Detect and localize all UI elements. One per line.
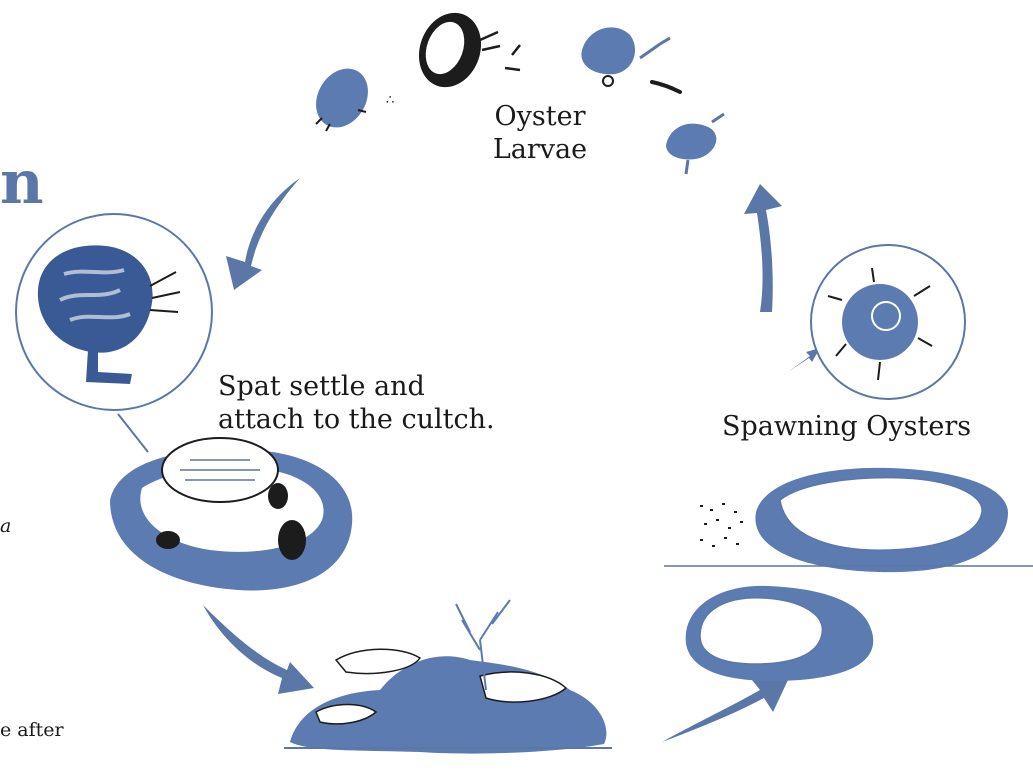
larva-stage-3-egg [603,76,613,86]
spat-on-shell-small-3 [156,531,180,549]
arrow-spawning-to-larvae [744,184,782,312]
larva-stage-3-foot [640,38,670,58]
larvae-label-line-1: Oyster [470,100,610,133]
larva-stage-2-velum [480,32,520,70]
egg-detail-circle [811,245,965,399]
larva-stage-3-sperm [652,82,680,92]
cropped-margin-letter: a [0,514,11,538]
cropped-heading-letter: n [0,148,44,218]
cropped-bottom-text: e after [0,718,64,742]
arrow-spat-to-cultch [203,605,314,694]
arrow-small-pointer-right [788,348,820,372]
larva-stage-3 [581,27,635,74]
spat-label: Spat settle and attach to the cultch. [218,370,495,436]
arrow-cultch-to-spawning [662,680,788,742]
larva-stage-1-mark: ∴ [386,93,394,108]
spat-detail-circle [16,214,212,452]
spawning-release-dots [700,504,743,546]
spawning-oyster-lower-highlight [700,598,822,664]
spawning-oysters [664,468,1033,681]
spawning-label: Spawning Oysters [722,410,971,443]
spat-on-shell-small-1 [278,520,306,560]
larvae-label-line-2: Larvae [470,133,610,166]
egg-cell [842,284,918,360]
larvae-label: Oyster Larvae [470,100,610,166]
spat-pointer-line [118,414,148,452]
larva-stage-1 [306,59,379,137]
spat-label-line-1: Spat settle and [218,370,495,403]
spat-label-line-2: attach to the cultch. [218,403,495,436]
arrow-larvae-to-spat [226,178,300,290]
larva-stage-4 [666,124,716,160]
spat-on-shell-small-2 [268,483,288,509]
cultch-pile [284,600,612,754]
cultch-shell-with-spat [110,438,352,590]
